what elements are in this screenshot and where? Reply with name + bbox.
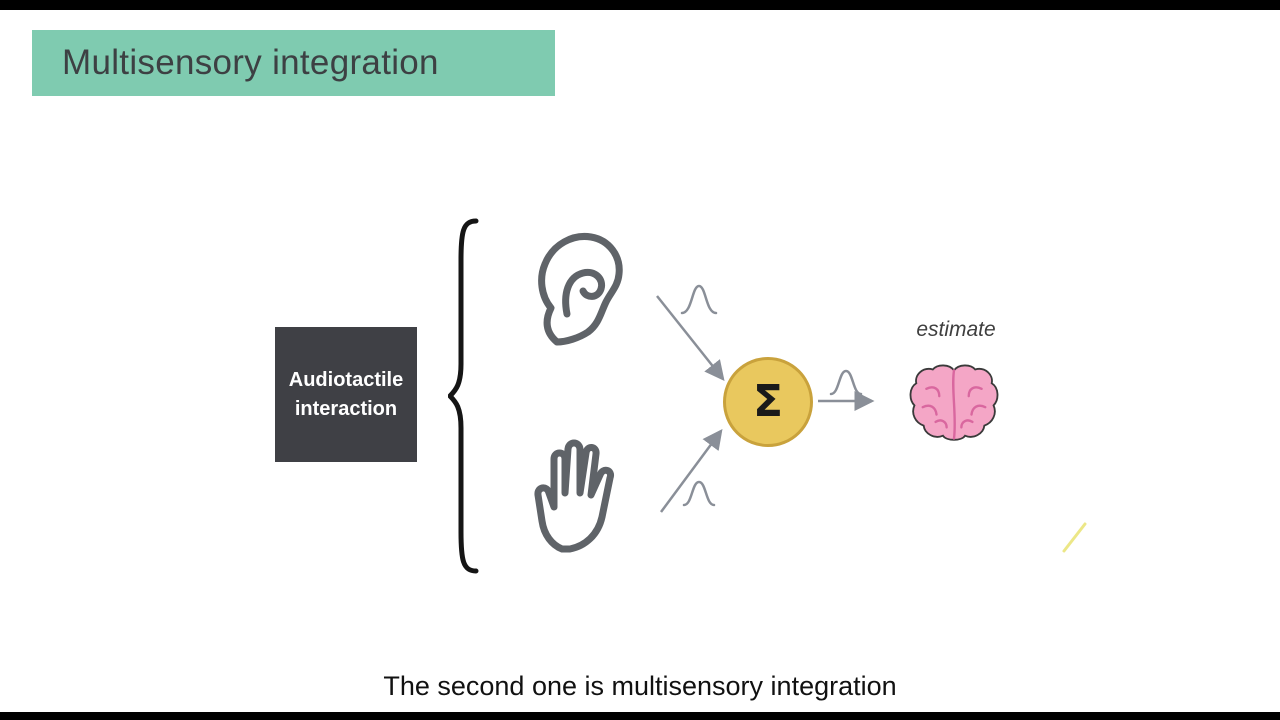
- ear-outline: [538, 232, 623, 346]
- hand-outline: [534, 439, 614, 553]
- gaussian-curve-icon-estimate: [829, 369, 863, 396]
- ear-icon: [538, 232, 623, 346]
- ear-inner-spiral: [562, 268, 606, 318]
- curly-brace-path: [448, 218, 479, 574]
- hand-icon: [534, 439, 614, 553]
- gaussian-curve-icon-hand: [682, 480, 716, 507]
- brain-fissure: [952, 369, 956, 440]
- subtitle-text: The second one is multisensory integrati…: [383, 671, 897, 701]
- brain-icon: [909, 364, 999, 441]
- arrow-ear-to-sigma: [656, 295, 725, 381]
- letterbox-top: [0, 0, 1280, 10]
- sigma-icon: Σ: [752, 376, 784, 427]
- audiotactile-box: Audiotactile interaction: [275, 327, 417, 462]
- slide-title: Multisensory integration: [62, 43, 439, 82]
- brain-fold: [925, 386, 941, 398]
- audiotactile-box-line1: Audiotactile: [288, 368, 404, 391]
- arrow-hand-to-sigma: [659, 428, 723, 513]
- curly-brace-icon: [448, 218, 479, 574]
- pen-mark: [1062, 522, 1087, 553]
- estimate-label: estimate: [916, 318, 996, 341]
- brain-fold: [970, 404, 987, 416]
- brain-fold: [960, 419, 974, 429]
- brain-fold: [967, 386, 983, 398]
- brain-fold: [934, 419, 948, 429]
- brain-fold: [921, 404, 938, 416]
- sigma-sum-node: Σ: [723, 357, 813, 447]
- audiotactile-box-line2: interaction: [294, 397, 398, 420]
- title-banner: Multisensory integration: [32, 30, 555, 96]
- letterbox-bottom: [0, 712, 1280, 720]
- gaussian-curve-icon-ear: [680, 284, 718, 315]
